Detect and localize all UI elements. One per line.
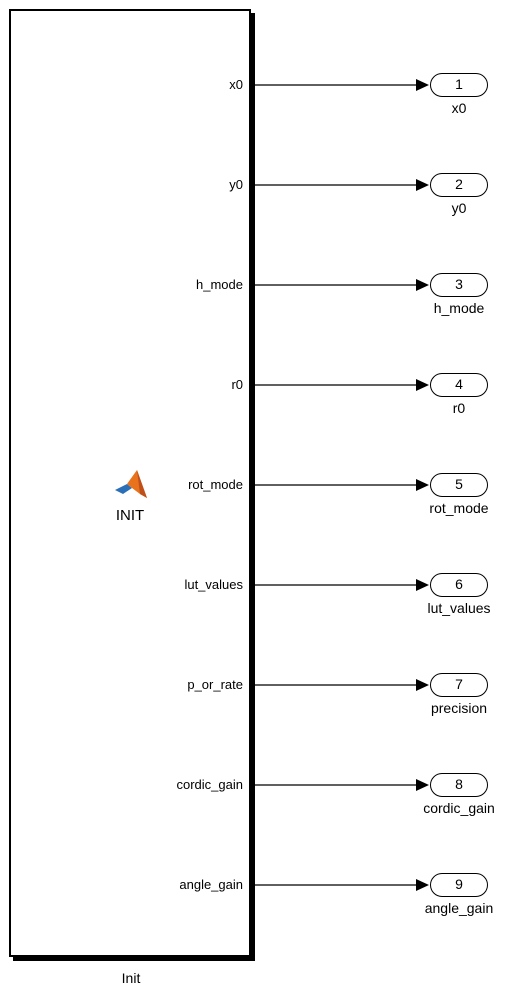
outport-name: rot_mode (429, 500, 489, 516)
outport-block[interactable]: 8 (430, 773, 488, 797)
arrowhead (416, 479, 429, 491)
arrowhead (416, 579, 429, 591)
outport-block[interactable]: 6 (430, 573, 488, 597)
block-output-label: y0 (229, 177, 243, 192)
outport-name: y0 (451, 200, 467, 216)
arrowhead (416, 179, 429, 191)
block-output-label: angle_gain (179, 877, 243, 892)
outport-name: cordic_gain (423, 800, 495, 816)
arrowhead (416, 79, 429, 91)
block-output-label: lut_values (184, 577, 243, 592)
block-output-label: h_mode (196, 277, 243, 292)
arrowhead (416, 879, 429, 891)
outport-name: precision (430, 700, 488, 716)
block-output-label: rot_mode (188, 477, 243, 492)
block-output-label: r0 (231, 377, 243, 392)
outport-name: r0 (452, 400, 466, 416)
arrowhead (416, 679, 429, 691)
outport-block[interactable]: 5 (430, 473, 488, 497)
outport-block[interactable]: 9 (430, 873, 488, 897)
block-output-label: p_or_rate (187, 677, 243, 692)
matlab-function-icon (115, 470, 147, 498)
arrowhead (416, 379, 429, 391)
arrowhead (416, 779, 429, 791)
outport-block[interactable]: 7 (430, 673, 488, 697)
outport-name: x0 (451, 100, 467, 116)
outport-name: h_mode (433, 300, 485, 316)
function-label: INIT (115, 507, 145, 524)
block-output-label: cordic_gain (176, 777, 244, 792)
outport-block[interactable]: 1 (430, 73, 488, 97)
arrowhead (416, 279, 429, 291)
block-output-label: x0 (229, 77, 243, 92)
outport-block[interactable]: 3 (430, 273, 488, 297)
outport-block[interactable]: 2 (430, 173, 488, 197)
outport-block[interactable]: 4 (430, 373, 488, 397)
block-name: Init (121, 970, 141, 986)
outport-name: lut_values (427, 600, 491, 616)
outport-name: angle_gain (424, 900, 494, 916)
